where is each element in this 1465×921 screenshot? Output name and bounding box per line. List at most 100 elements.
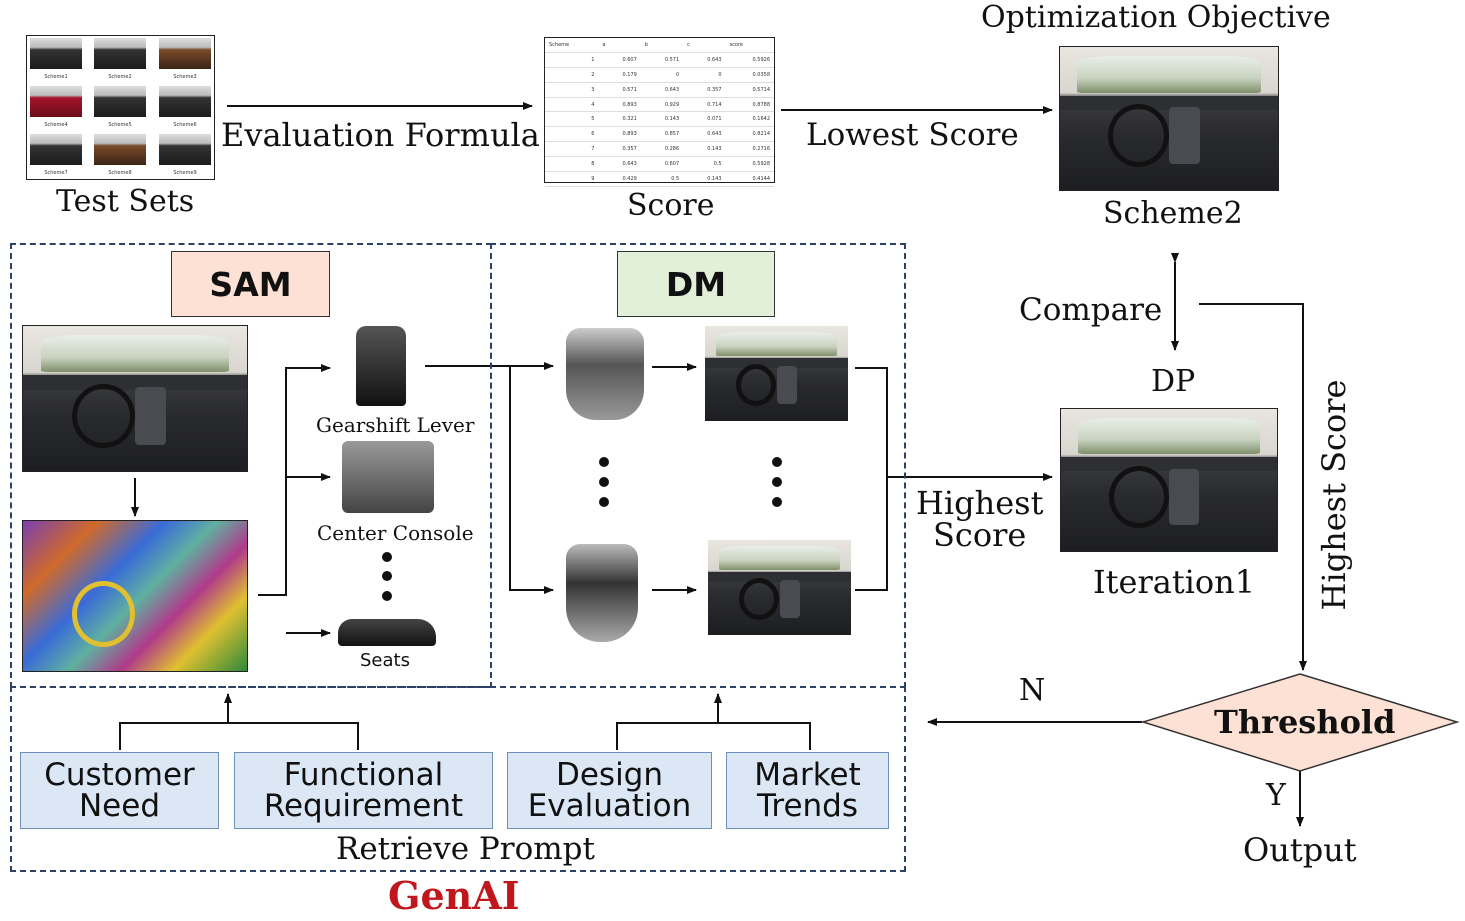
dm-box: DM bbox=[617, 251, 775, 317]
test-sets-label: Test Sets bbox=[56, 184, 195, 219]
table-cell: 0.857 bbox=[640, 126, 684, 143]
table-header: score bbox=[725, 38, 774, 53]
seats-part bbox=[338, 619, 436, 646]
table-header-row: Scheme a b c score bbox=[545, 38, 774, 53]
thumb-5 bbox=[94, 86, 146, 117]
thumb-caption: Scheme1 bbox=[44, 74, 68, 80]
scheme2-photo bbox=[1059, 46, 1279, 191]
prompt-line1: Functional bbox=[283, 756, 444, 793]
table-header: Scheme bbox=[545, 38, 599, 53]
table-cell: 0.607 bbox=[640, 156, 684, 173]
table-cell: 0.2716 bbox=[725, 141, 774, 158]
thumb-caption: Scheme9 bbox=[173, 170, 197, 176]
gearshift-variant-2 bbox=[566, 544, 638, 642]
gearshift-variant-1 bbox=[566, 328, 644, 420]
prompt-line1: Design bbox=[555, 756, 664, 793]
table-cell: 7 bbox=[545, 141, 599, 158]
thumb-caption: Scheme7 bbox=[44, 170, 68, 176]
prompt-line1: Market bbox=[754, 756, 861, 793]
scheme2-label: Scheme2 bbox=[1103, 196, 1243, 231]
table-cell: 0.143 bbox=[683, 141, 726, 158]
arrow-seg-split bbox=[258, 364, 331, 596]
table-cell: 0.321 bbox=[598, 111, 641, 128]
table-cell: 0.143 bbox=[640, 111, 684, 128]
gearshift-part bbox=[356, 326, 406, 406]
thumb-caption: Scheme3 bbox=[173, 74, 197, 80]
highest-score-line1: Highest bbox=[916, 484, 1044, 522]
thumb-9 bbox=[159, 134, 211, 165]
thumb-caption: Scheme4 bbox=[44, 122, 68, 128]
table-cell: 8 bbox=[545, 156, 599, 173]
thumb-caption: Scheme2 bbox=[108, 74, 132, 80]
segmented-interior-photo bbox=[22, 520, 248, 672]
table-cell: 0.0358 bbox=[725, 67, 774, 83]
table-cell: 0.4144 bbox=[725, 171, 774, 187]
prompt-connector-right bbox=[616, 722, 811, 750]
table-cell: 9 bbox=[545, 171, 599, 187]
seats-label: Seats bbox=[360, 650, 410, 671]
thumb-8 bbox=[94, 134, 146, 165]
table-cell: 0.643 bbox=[683, 126, 726, 143]
highest-score-vertical-label: Highest Score bbox=[1315, 379, 1353, 611]
thumb-1 bbox=[30, 38, 82, 69]
thumb-2 bbox=[94, 38, 146, 69]
prompt-connector-left bbox=[119, 722, 359, 750]
thumb-caption: Scheme8 bbox=[108, 170, 132, 176]
highest-score-line2: Score bbox=[933, 516, 1027, 554]
iteration1-label: Iteration1 bbox=[1093, 563, 1256, 601]
sam-box: SAM bbox=[171, 251, 330, 317]
table-cell: 0 bbox=[640, 67, 684, 83]
prompt-line2: Requirement bbox=[263, 787, 464, 824]
table-cell: 0.571 bbox=[598, 82, 641, 98]
dp-label: DP bbox=[1151, 364, 1196, 399]
functional-requirement-box: Functional Requirement bbox=[234, 752, 493, 829]
table-cell: 0.429 bbox=[598, 171, 641, 187]
center-console-label: Center Console bbox=[317, 521, 474, 545]
table-cell: 0.893 bbox=[598, 126, 641, 143]
thumb-7 bbox=[30, 134, 82, 165]
table-cell: 0.071 bbox=[683, 111, 726, 128]
thumb-3 bbox=[159, 38, 211, 69]
threshold-diamond bbox=[1140, 673, 1460, 772]
prompt-line2: Evaluation bbox=[527, 787, 692, 824]
optimization-objective-title: Optimization Objective bbox=[981, 0, 1331, 35]
thumb-4 bbox=[30, 86, 82, 117]
table-cell: 0.8214 bbox=[725, 126, 774, 143]
table-cell: 0.607 bbox=[598, 52, 641, 68]
table-cell: 0.179 bbox=[598, 67, 641, 83]
threshold-label: Threshold bbox=[1214, 703, 1396, 741]
genai-label: GenAI bbox=[388, 873, 520, 918]
customer-need-box: Customer Need bbox=[20, 752, 219, 829]
table-cell: 0.571 bbox=[640, 52, 684, 68]
table-cell: 0 bbox=[683, 67, 726, 83]
table-cell: 1 bbox=[545, 52, 599, 68]
table-cell: 0.286 bbox=[640, 141, 684, 158]
compare-label: Compare bbox=[1019, 292, 1163, 328]
table-cell: 0.8788 bbox=[725, 97, 774, 113]
table-cell: 0.5926 bbox=[725, 52, 774, 68]
design-evaluation-box: Design Evaluation bbox=[507, 752, 712, 829]
test-sets-grid: Scheme1 Scheme2 Scheme3 Scheme4 Scheme5 … bbox=[26, 35, 215, 180]
input-interior-photo bbox=[22, 325, 248, 472]
table-cell: 0.643 bbox=[598, 156, 641, 173]
table-cell: 0.357 bbox=[683, 82, 726, 98]
table-cell: 4 bbox=[545, 97, 599, 113]
arrow-highest-score-right bbox=[1199, 303, 1307, 671]
table-cell: 0.143 bbox=[683, 171, 726, 187]
score-label: Score bbox=[627, 188, 715, 223]
table-header: a bbox=[598, 38, 641, 53]
prompt-line1: Customer bbox=[44, 756, 195, 793]
table-header: c bbox=[683, 38, 726, 53]
table-cell: 2 bbox=[545, 67, 599, 83]
table-cell: 0.5928 bbox=[725, 156, 774, 173]
